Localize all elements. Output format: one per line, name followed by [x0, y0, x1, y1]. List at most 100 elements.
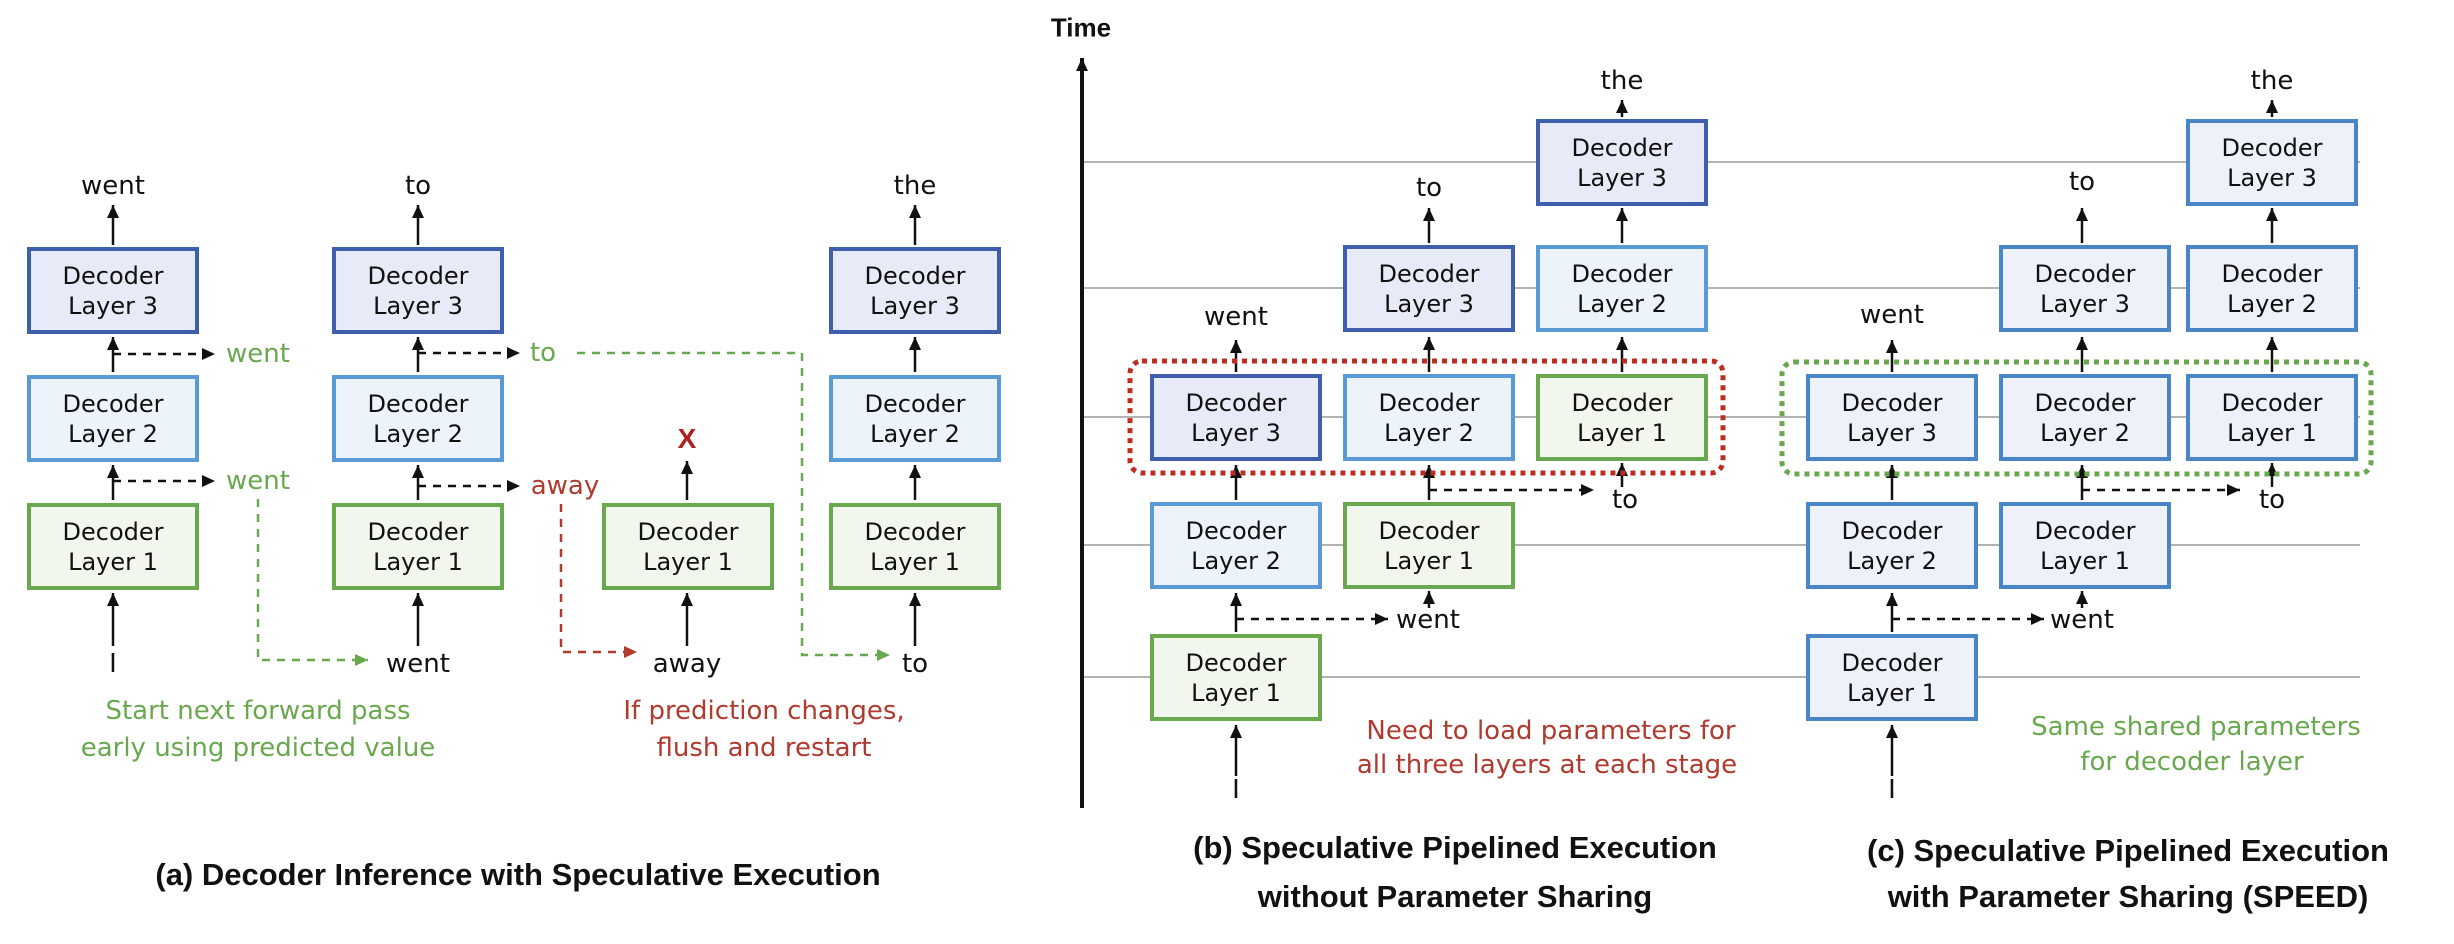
flow-arrow-head: [107, 465, 119, 478]
flow-arrow-head: [1423, 208, 1435, 221]
predicted-token: went: [226, 339, 290, 369]
flow-arrow-head: [412, 337, 424, 350]
flow-arrow-head: [412, 465, 424, 478]
box-label-line: Layer 3: [1384, 289, 1474, 318]
flow-arrow-head: [412, 593, 424, 606]
green-note-line: Same shared parameters: [2031, 712, 2361, 742]
output-token: to: [404, 171, 432, 201]
box-label-line: Decoder: [2034, 388, 2136, 417]
box-label-line: Decoder: [637, 517, 739, 546]
time-axis-head: [1076, 58, 1088, 71]
spec-branch-head: [507, 347, 520, 359]
box-label-line: Layer 3: [2227, 163, 2317, 192]
box-label-line: Decoder: [367, 389, 469, 418]
box-label-line: Layer 3: [373, 291, 463, 320]
flow-arrow-head: [1886, 593, 1898, 606]
flow-arrow-head: [1886, 725, 1898, 738]
box-label-line: Layer 2: [1384, 418, 1474, 447]
box-label-line: Layer 1: [68, 547, 158, 576]
output-token: to: [2068, 167, 2096, 197]
flow-arrow-head: [909, 337, 921, 350]
predicted-token: went: [226, 466, 290, 496]
panel-a-caption: (a) Decoder Inference with Speculative E…: [155, 857, 881, 892]
flow-arrow-head: [1616, 100, 1628, 113]
flow-arrow-head: [107, 593, 119, 606]
flow-arrow-head: [909, 205, 921, 218]
box-label-line: Decoder: [1571, 259, 1673, 288]
flow-arrow-head: [909, 593, 921, 606]
flow-arrow-head: [909, 465, 921, 478]
flow-arrow-head: [1616, 337, 1628, 350]
box-label-line: Decoder: [2221, 133, 2323, 162]
output-token: to: [1415, 173, 1443, 203]
input-token: went: [386, 649, 450, 679]
flow-arrow-head: [412, 205, 424, 218]
spec-branch-head: [1375, 613, 1388, 625]
spec-elbow-red: [559, 504, 637, 654]
speculative-token: to: [2258, 485, 2286, 515]
flow-arrow-head: [1230, 725, 1242, 738]
box-label-line: Layer 1: [2227, 418, 2317, 447]
flow-arrow-head: [1886, 340, 1898, 353]
box-label-line: Layer 1: [1384, 546, 1474, 575]
box-label-line: Decoder: [1185, 388, 1287, 417]
box-label-line: Layer 2: [1191, 546, 1281, 575]
speculative-token: went: [2050, 605, 2114, 635]
time-axis-label: Time: [1050, 12, 1112, 43]
spec-branch-head: [1581, 484, 1594, 496]
flow-arrow-head: [2076, 208, 2088, 221]
box-label-line: Decoder: [1841, 516, 1943, 545]
red-note-line: flush and restart: [656, 733, 872, 763]
flow-arrow-head: [681, 461, 693, 474]
box-label-line: Decoder: [62, 261, 164, 290]
spec-branch-head: [2031, 613, 2044, 625]
box-label-line: Layer 1: [373, 547, 463, 576]
input-token: away: [652, 649, 722, 679]
green-note-line: early using predicted value: [80, 733, 436, 763]
box-label-line: Layer 1: [643, 547, 733, 576]
box-label-line: Decoder: [1378, 516, 1480, 545]
box-label-line: Layer 2: [1577, 289, 1667, 318]
spec-elbow-red-head: [624, 646, 637, 658]
box-label-line: Decoder: [864, 261, 966, 290]
output-token: the: [893, 171, 937, 201]
box-label-line: Decoder: [367, 261, 469, 290]
green-note-line: Start next forward pass: [105, 696, 411, 726]
stage-highlight-red: [1127, 358, 1726, 476]
box-label-line: Decoder: [2221, 259, 2323, 288]
box-label-line: Layer 3: [1577, 163, 1667, 192]
input-token: I: [1232, 775, 1240, 805]
box-label-line: Decoder: [1378, 388, 1480, 417]
box-label-line: Layer 3: [870, 291, 960, 320]
panel-c-caption: with Parameter Sharing (SPEED): [1887, 879, 2369, 914]
panel-b-caption: without Parameter Sharing: [1257, 879, 1653, 914]
box-label-line: Decoder: [1378, 259, 1480, 288]
speculative-token: to: [1611, 485, 1639, 515]
flow-arrow-head: [107, 337, 119, 350]
flow-arrow-head: [2266, 337, 2278, 350]
spec-branch-head: [202, 348, 215, 360]
spec-branch-head: [2227, 484, 2240, 496]
box-label-line: Decoder: [1841, 648, 1943, 677]
flow-arrow-head: [681, 593, 693, 606]
flow-arrow-head: [107, 205, 119, 218]
flow-arrow-head: [1423, 337, 1435, 350]
box-label-line: Layer 2: [1847, 546, 1937, 575]
box-label-line: Layer 1: [1191, 678, 1281, 707]
flush-x-mark: X: [677, 423, 697, 454]
